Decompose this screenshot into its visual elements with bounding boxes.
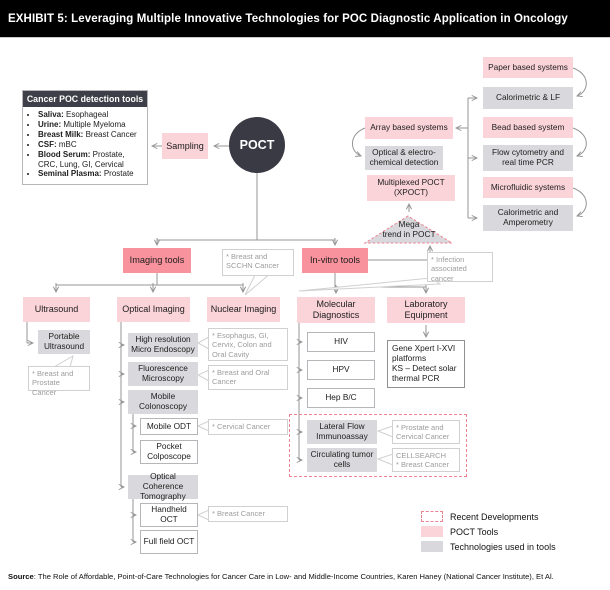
node-optical-imaging: Optical Imaging — [117, 297, 190, 322]
legend: Recent Developments POCT Tools Technolog… — [421, 509, 556, 554]
node-molecular-diagnostics: Molecular Diagnostics — [297, 297, 375, 323]
node-optical-electrochemical-detection: Optical & electro-chemical detection — [365, 146, 443, 170]
legend-row-poct-tools: POCT Tools — [421, 524, 556, 539]
callout-prostate-cervical: * Prostate and Cervical Cancer — [392, 420, 460, 444]
list-item: Blood Serum: Prostate, CRC, Lung, GI, Ce… — [38, 150, 145, 170]
node-ultrasound: Ultrasound — [23, 297, 90, 322]
node-circulating-tumor-cells: Circulating tumor cells — [307, 448, 377, 472]
panel-header: Cancer POC detection tools — [23, 91, 147, 107]
node-invitro-tools: In-vitro tools — [302, 248, 368, 273]
exhibit-title: EXHIBIT 5: Leveraging Multiple Innovativ… — [8, 12, 568, 25]
node-handheld-oct: Handheld OCT — [140, 503, 198, 527]
legend-row-recent: Recent Developments — [421, 509, 556, 524]
node-microfluidic-systems: Microfluidic systems — [483, 177, 573, 198]
node-high-res-micro-endoscopy: High resolution Micro Endoscopy — [128, 333, 198, 357]
node-sampling: Sampling — [162, 133, 208, 159]
node-optical-coherence-tomography: Optical Coherence Tomography — [128, 471, 198, 501]
legend-label: Recent Developments — [450, 511, 539, 522]
recent-developments-region — [289, 414, 467, 477]
node-flow-cytometry-pcr: Flow cytometry and real time PCR — [483, 145, 573, 171]
node-paper-based-systems: Paper based systems — [483, 57, 573, 78]
list-item: Seminal Plasma: Prostate — [38, 169, 145, 179]
node-calorimetric-lf: Calorimetric & LF — [483, 87, 573, 109]
callout-infection-associated: * Infection associated cancer — [427, 252, 493, 283]
node-poct-circle: POCT — [229, 117, 285, 173]
node-hep-bc: Hep B/C — [307, 388, 375, 408]
source-line: Source: The Role of Affordable, Point-of… — [8, 572, 606, 581]
callout-breast: * Breast Cancer — [208, 506, 288, 522]
node-hpv: HPV — [307, 360, 375, 380]
cancer-poc-detection-panel: Cancer POC detection tools Saliva: Esoph… — [22, 90, 148, 185]
list-item: Saliva: Esophageal — [38, 110, 145, 120]
node-gene-xpert-box: Gene Xpert I-XVI platforms KS – Detect s… — [387, 340, 465, 388]
node-multiplexed-xpoct: Multiplexed POCT (XPOCT) — [367, 175, 455, 201]
node-calorimetric-amperometry: Calorimetric and Amperometry — [483, 205, 573, 231]
detection-list: Saliva: Esophageal Urine: Multiple Myelo… — [23, 110, 147, 179]
source-text: : The Role of Affordable, Point-of-Care … — [33, 572, 554, 581]
source-label: Source — [8, 572, 34, 581]
callout-breast-scchn: * Breast and SCCHN Cancer — [222, 249, 294, 276]
node-laboratory-equipment: Laboratory Equipment — [387, 297, 465, 323]
callout-cervical: * Cervical Cancer — [208, 419, 288, 435]
node-mobile-colonoscopy: Mobile Colonoscopy — [128, 390, 198, 414]
exhibit-title-bar: EXHIBIT 5: Leveraging Multiple Innovativ… — [0, 0, 610, 38]
node-pocket-colposcope: Pocket Colposcope — [140, 440, 198, 464]
callout-tail-breast-scchn — [244, 272, 273, 296]
node-nuclear-imaging: Nuclear Imaging — [207, 297, 280, 322]
node-hiv: HIV — [307, 332, 375, 352]
node-portable-ultrasound: Portable Ultrasound — [38, 330, 90, 354]
node-fluorescence-microscopy: Fluorescence Microscopy — [128, 362, 198, 386]
node-mobile-odt: Mobile ODT — [140, 418, 198, 435]
callout-breast-prostate: * Breast and Prostate Cancer — [28, 366, 90, 397]
list-item: Urine: Multiple Myeloma — [38, 120, 145, 130]
callout-esophagus-gi: * Esophagus, GI, Cervix, Colon and Oral … — [208, 328, 288, 361]
list-item: CSF: mBC — [38, 140, 145, 150]
node-bead-based-system: Bead based system — [483, 117, 573, 138]
legend-label: POCT Tools — [450, 526, 499, 537]
mega-trend-triangle — [363, 215, 454, 244]
node-imaging-tools: Imaging tools — [123, 248, 191, 273]
legend-label: Technologies used in tools — [450, 541, 556, 552]
list-item: Breast Milk: Breast Cancer — [38, 130, 145, 140]
node-lateral-flow-immunoassay: Lateral Flow Immunoassay — [307, 420, 377, 444]
callout-cellsearch: CELLSEARCH * Breast Cancer — [392, 448, 460, 472]
node-full-field-oct: Full field OCT — [140, 530, 198, 554]
legend-swatch-technologies — [421, 541, 443, 552]
legend-swatch-recent-developments — [421, 511, 443, 522]
legend-row-technologies: Technologies used in tools — [421, 539, 556, 554]
node-array-based-systems: Array based systems — [365, 117, 453, 139]
callout-breast-oral: * Breast and Oral Cancer — [208, 365, 288, 390]
mega-trend-label: Mega trend in POCT — [382, 219, 436, 239]
callout-tail-infection — [298, 277, 442, 292]
legend-swatch-poct-tools — [421, 526, 443, 537]
